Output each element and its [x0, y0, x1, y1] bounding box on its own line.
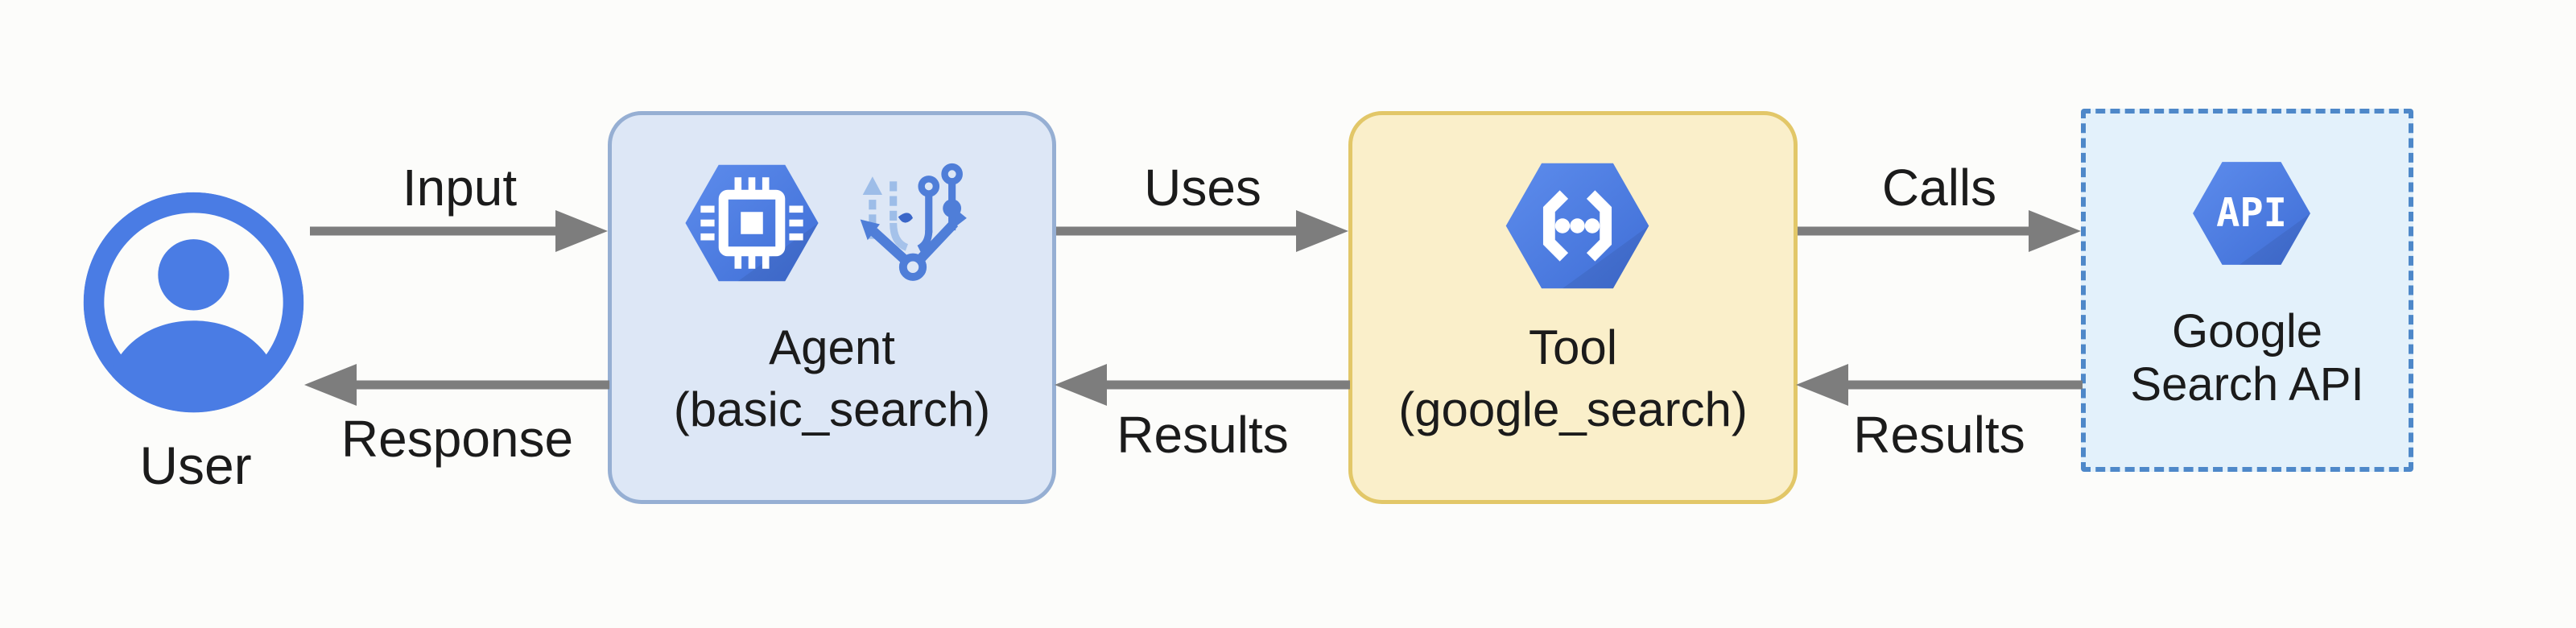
uses-label: Uses	[1144, 159, 1261, 217]
results-label-api-to-tool: Results	[1853, 406, 2025, 464]
results-arrow-tool-to-agent	[1055, 364, 1350, 406]
user-label: User	[139, 436, 252, 495]
compute-chip-hexagon-icon	[685, 164, 819, 282]
agent-title: Agent	[769, 320, 895, 374]
results-arrow-api-to-tool	[1796, 364, 2083, 406]
tool-node: Tool (google_search)	[1348, 111, 1798, 504]
calls-arrow	[1798, 210, 2081, 252]
response-arrow	[304, 364, 609, 406]
user-icon	[83, 192, 304, 413]
response-label: Response	[341, 410, 574, 468]
uses-arrow	[1056, 210, 1348, 252]
agent-node: Agent (basic_search)	[608, 111, 1056, 504]
input-arrow	[310, 210, 608, 252]
calls-label: Calls	[1881, 159, 1997, 217]
api-badge-text: API	[2216, 191, 2287, 236]
agent-subtitle: (basic_search)	[673, 382, 991, 436]
results-label-tool-to-agent: Results	[1117, 406, 1289, 464]
code-brackets-hexagon-icon	[1505, 163, 1649, 289]
tool-title: Tool	[1528, 320, 1618, 374]
input-label: Input	[402, 159, 518, 217]
tool-subtitle: (google_search)	[1398, 382, 1748, 436]
api-hexagon-icon: API	[2193, 162, 2310, 265]
google-search-api-node: API Google Search API	[2081, 109, 2413, 472]
ml-branch-icon	[860, 163, 967, 281]
api-title-line2: Search API	[2130, 358, 2364, 411]
api-title-line1: Google	[2171, 305, 2323, 357]
